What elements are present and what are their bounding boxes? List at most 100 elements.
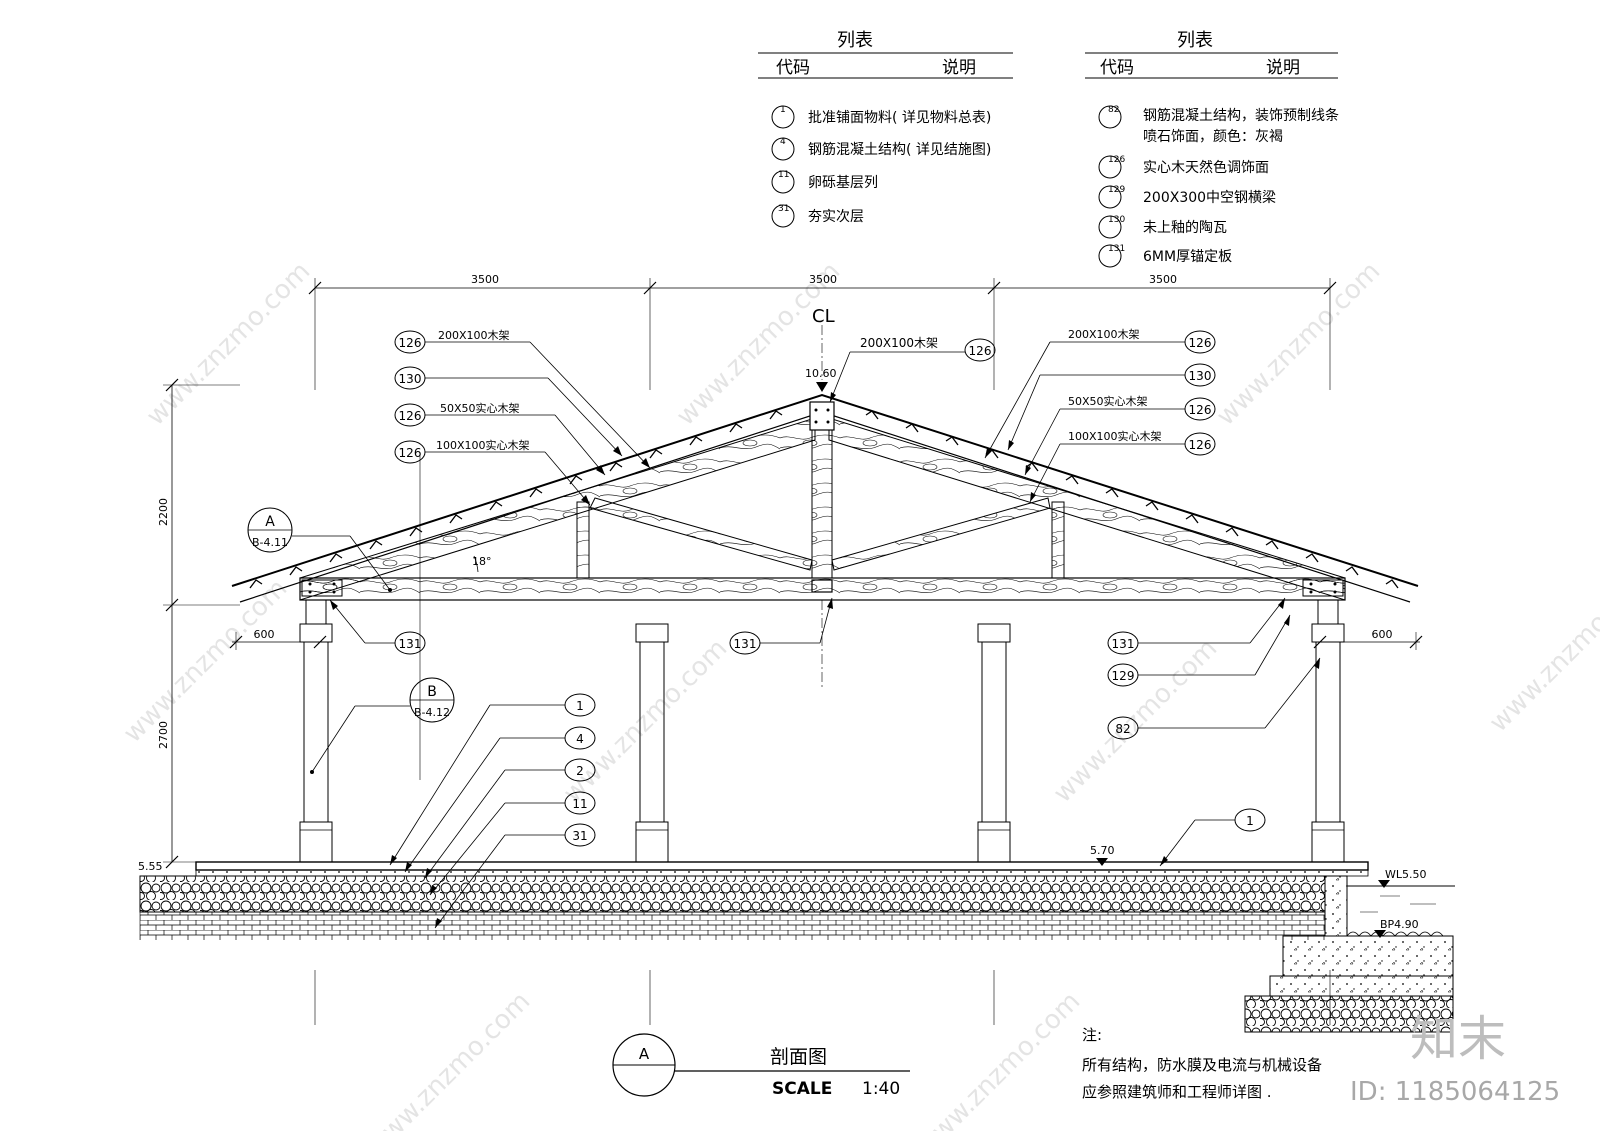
callout-130: 130 (399, 372, 422, 386)
callout-label-200x100: 200X100木架 (438, 329, 510, 342)
callouts-right: 200X100木架 126 130 50X50实心木架 126 100X100实… (984, 328, 1321, 867)
notes: 注: 所有结构，防水膜及电流与机械设备 应参照建筑师和工程师详图 . (1082, 1026, 1322, 1101)
ridge-level-label: 10.60 (805, 367, 837, 380)
legend-left-row: 1 批准铺面物料( 详见物料总表) (771, 105, 991, 129)
legend-text: 未上釉的陶瓦 (1143, 220, 1227, 236)
notes-line-2: 应参照建筑师和工程师详图 . (1082, 1083, 1272, 1101)
centerline-label: CL (812, 306, 835, 327)
legend-left-desc-header: 说明 (942, 58, 976, 78)
scale-label: SCALE (772, 1079, 832, 1099)
water-level: WL5.50 (1385, 868, 1427, 881)
legend-right-row: 82 钢筋混凝土结构，装饰预制线条 喷石饰面，颜色：灰褐 (1098, 105, 1339, 145)
callout-4: 4 (576, 732, 584, 746)
dimension-overhang-left: 600 (254, 628, 275, 641)
watermark-text: www.znzmo.com (911, 986, 1086, 1131)
watermark-text: www.znzmo.com (1484, 563, 1600, 738)
dimension-top: 3500 3500 3500 (308, 273, 1337, 390)
level-markers: 5.55 5.70 WL5.50 BP4.90 (138, 844, 1427, 938)
callout-label-200x100: 200X100木架 (1068, 328, 1140, 341)
callout-131: 131 (734, 637, 757, 651)
legend-code: 31 (778, 204, 789, 214)
legend-text: 夯实次层 (808, 209, 864, 225)
callout-131: 131 (399, 637, 422, 651)
callout-1: 1 (576, 699, 584, 713)
column (299, 599, 333, 863)
roof-structure: 18° (231, 393, 1419, 603)
bottom-level: BP4.90 (1380, 918, 1419, 931)
callouts-center: 200X100木架 126 131 (729, 336, 996, 655)
legend-left-row: 31 夯实次层 (771, 204, 864, 228)
legend-right-row: 130 未上釉的陶瓦 (1098, 215, 1227, 239)
legend-right-row: 131 6MM厚锚定板 (1098, 244, 1232, 268)
watermark-text: www.znzmo.com (361, 986, 536, 1131)
left-ground-level: 5.55 (138, 860, 163, 873)
legend-code: 4 (780, 137, 786, 147)
section-ref-b-sheet: B-4.12 (414, 706, 450, 719)
callouts-left: 126 200X100木架 130 126 50X50实心木架 126 100X… (247, 329, 651, 780)
dimension-span-1: 3500 (471, 273, 499, 286)
watermark-text: www.znzmo.com (141, 256, 316, 431)
legend-code: 131 (1108, 244, 1125, 254)
watermark-text: www.znzmo.com (1048, 633, 1223, 808)
title-block: A 剖面图 SCALE 1:40 (612, 1033, 910, 1099)
callout-label-200x100: 200X100木架 (860, 336, 938, 350)
callout-82: 82 (1115, 722, 1130, 736)
legend-code: 1 (780, 105, 786, 115)
columns (299, 599, 1345, 863)
roof-angle-label: 18° (472, 555, 492, 568)
notes-label: 注: (1082, 1026, 1102, 1044)
column (977, 623, 1011, 863)
callout-2: 2 (576, 764, 584, 778)
legend-code: 126 (1108, 155, 1125, 165)
callout-126: 126 (1189, 403, 1212, 417)
legend-right: 列表 代码 说明 82 钢筋混凝土结构，装饰预制线条 喷石饰面，颜色：灰褐 12… (1085, 30, 1339, 268)
dimension-span-3: 3500 (1149, 273, 1177, 286)
callouts-floor: 1 4 2 11 31 (389, 693, 596, 929)
legend-text-2: 喷石饰面，颜色：灰褐 (1143, 128, 1283, 145)
watermark-text: www.znzmo.com (1211, 256, 1386, 431)
legend-left-title: 列表 (837, 30, 873, 51)
legend-right-row: 126 实心木天然色调饰面 (1098, 155, 1269, 179)
callout-126: 126 (399, 409, 422, 423)
notes-line-1: 所有结构，防水膜及电流与机械设备 (1082, 1056, 1322, 1074)
watermark-id: ID: 1185064125 (1350, 1077, 1560, 1107)
title-block-letter: A (639, 1045, 650, 1063)
callout-1: 1 (1246, 814, 1254, 828)
floor-level: 5.70 (1090, 844, 1115, 857)
dimension-overhang-right: 600 (1372, 628, 1393, 641)
legend-left-row: 4 钢筋混凝土结构( 详见结施图) (771, 137, 991, 161)
dimension-column-height: 2700 (157, 721, 170, 749)
watermark-logo: 知末 ID: 1185064125 (1350, 1011, 1560, 1107)
watermark-logo-text: 知末 (1410, 1011, 1506, 1067)
legend-text: 200X300中空钢横梁 (1143, 190, 1276, 206)
legend-text: 实心木天然色调饰面 (1143, 159, 1269, 176)
callout-126: 126 (969, 344, 992, 358)
legend-code: 129 (1108, 185, 1125, 195)
callout-11: 11 (572, 797, 587, 811)
callout-label-50x50: 50X50实心木架 (440, 401, 520, 415)
callout-126: 126 (399, 336, 422, 350)
legend-text: 6MM厚锚定板 (1143, 249, 1232, 265)
legend-left-code-header: 代码 (776, 58, 810, 78)
callout-129: 129 (1112, 669, 1135, 683)
legend-left: 列表 代码 说明 1 批准铺面物料( 详见物料总表) 4 钢筋混凝土结构( 详见… (758, 30, 1013, 228)
callout-126: 126 (1189, 336, 1212, 350)
legend-right-desc-header: 说明 (1266, 58, 1300, 78)
legend-text: 钢筋混凝土结构( 详见结施图) (808, 141, 991, 158)
watermark-text: www.znzmo.com (558, 633, 733, 808)
ridge-level: 10.60 (805, 367, 837, 392)
dimension-roof-height: 2200 (157, 498, 170, 526)
callout-126: 126 (1189, 438, 1212, 452)
legend-left-row: 11 卵砾基层列 (771, 170, 878, 194)
dimension-vertical: 2200 2700 (157, 378, 240, 869)
section-ref-a-sheet: B-4.11 (252, 536, 288, 549)
legend-code: 82 (1108, 105, 1119, 115)
legend-text: 卵砾基层列 (808, 174, 878, 191)
scale-value: 1:40 (862, 1079, 900, 1099)
callout-31: 31 (572, 829, 587, 843)
section-ref-b-letter: B (427, 684, 437, 700)
section-ref-a-letter: A (265, 514, 275, 530)
drawing-title: 剖面图 (770, 1046, 827, 1068)
callout-label-100x100: 100X100实心木架 (436, 438, 530, 452)
